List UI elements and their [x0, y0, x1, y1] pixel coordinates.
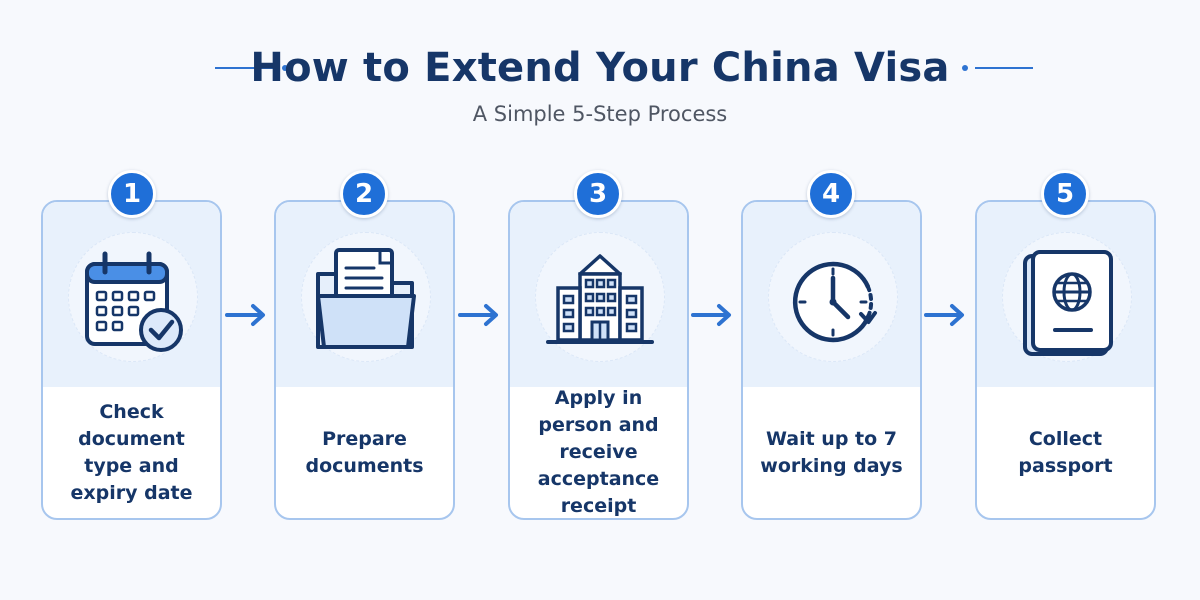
clock-icon: [792, 261, 877, 343]
header: How to Extend Your China Visa A Simple 5…: [0, 0, 1200, 140]
step-card-3: Apply in person and receive acceptance r…: [508, 200, 689, 520]
page-subtitle: A Simple 5-Step Process: [472, 102, 728, 126]
step-label-2: Prepare documents: [305, 427, 424, 477]
step-number-badge-1: 1: [108, 170, 156, 218]
step-number-badge-2: 2: [340, 170, 388, 218]
calendar-check-icon: [85, 251, 183, 352]
government-building-icon: [546, 254, 654, 344]
title-decor-dot-left: [282, 65, 288, 71]
arrow-right-icon: [458, 304, 498, 326]
step-number-badge-4: 4: [807, 170, 855, 218]
step-label-4: Wait up to 7 working days: [760, 427, 903, 477]
arrow-right-icon: [225, 304, 265, 326]
title-decor-line-right: [975, 67, 1033, 69]
arrow-right-icon: [924, 304, 964, 326]
step-card-5: Collect passport: [975, 200, 1156, 520]
title-decor-dot-right: [962, 65, 968, 71]
step-card-4: Wait up to 7 working days: [741, 200, 922, 520]
step-card-1: Check document type and expiry date: [41, 200, 222, 520]
title-decor-line-left: [215, 67, 275, 69]
step-card-2: Prepare documents: [274, 200, 455, 520]
step-label-5: Collect passport: [1018, 427, 1113, 477]
step-label-3: Apply in person and receive acceptance r…: [537, 387, 660, 517]
arrow-right-icon: [691, 304, 731, 326]
step-number-badge-3: 3: [574, 170, 622, 218]
page-title: How to Extend Your China Visa: [250, 45, 950, 91]
passport-icon: [1023, 250, 1113, 356]
step-number-badge-5: 5: [1041, 170, 1089, 218]
step-label-1: Check document type and expiry date: [70, 400, 193, 504]
folder-documents-icon: [316, 248, 416, 349]
